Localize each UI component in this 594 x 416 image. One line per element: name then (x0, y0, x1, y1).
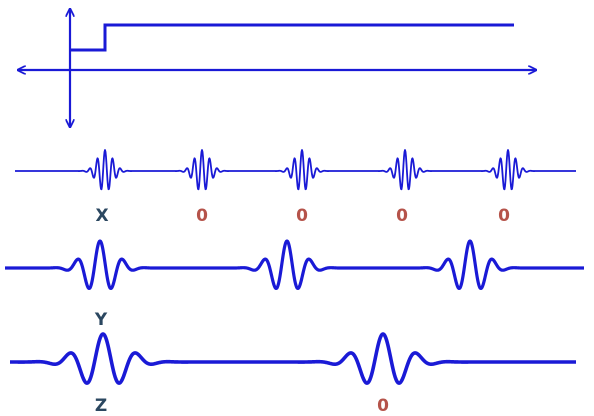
wave-row-y (3, 239, 586, 291)
label-x-zero-3: 0 (396, 206, 408, 226)
label-z-zero: 0 (377, 396, 389, 416)
label-x-zero-2: 0 (296, 206, 308, 226)
label-y: Y (94, 310, 108, 330)
label-x: X (95, 206, 108, 226)
label-z: Z (95, 396, 107, 416)
label-x-zero-1: 0 (196, 206, 208, 226)
wave-row-x (14, 149, 577, 191)
label-x-zero-4: 0 (498, 206, 510, 226)
wave-row-z (8, 332, 578, 385)
step-function-line (70, 23, 514, 52)
step-function-panel (18, 9, 536, 127)
